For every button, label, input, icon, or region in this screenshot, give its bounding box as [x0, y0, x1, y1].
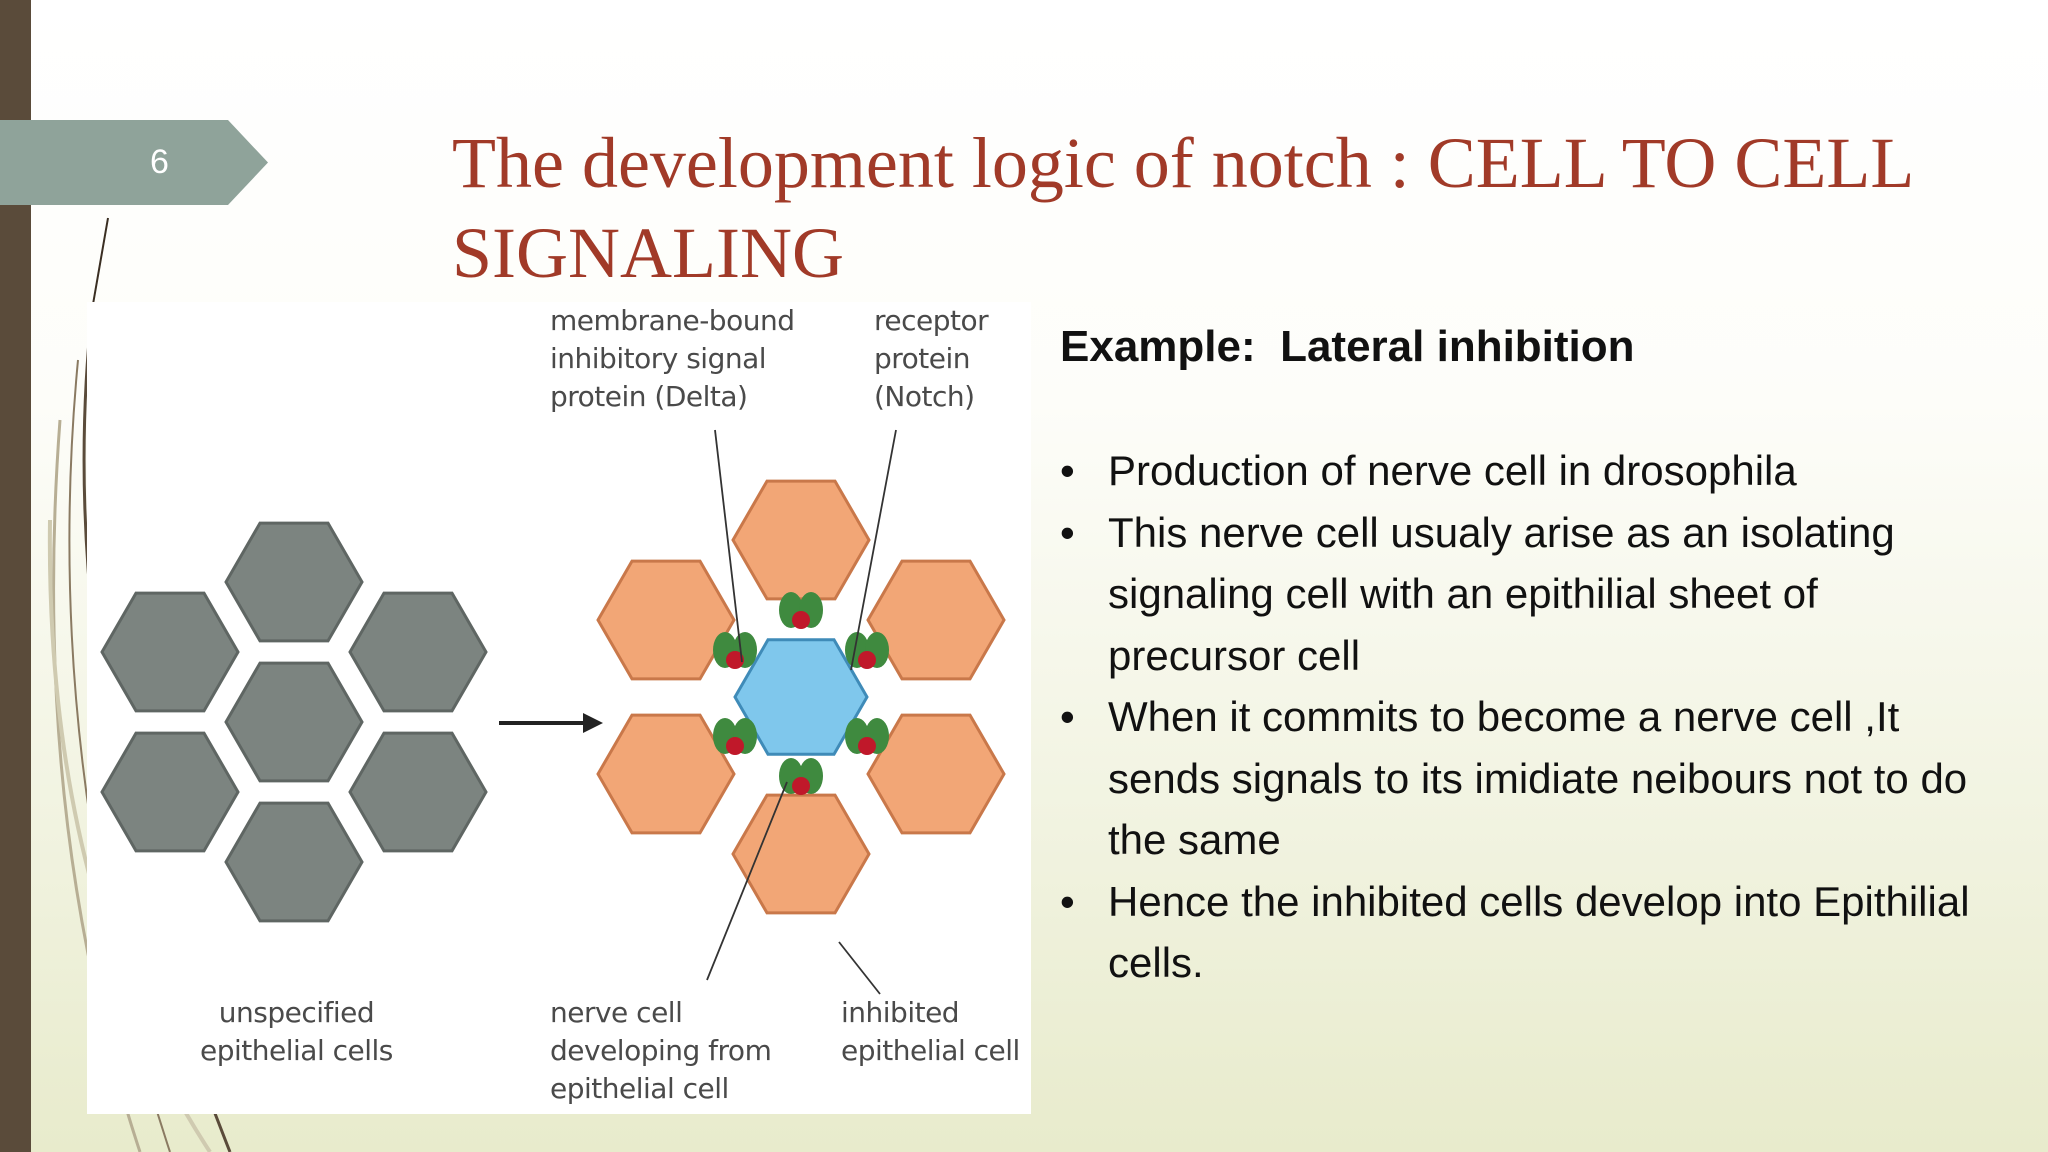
- unspecified-cell: [348, 731, 488, 853]
- inhibited-pointer-line: [838, 941, 881, 995]
- label-delta: membrane-bound inhibitory signal protein…: [550, 304, 795, 413]
- bullet-symbol: •: [1060, 877, 1075, 925]
- delta-signal: [726, 651, 744, 669]
- slide-title: The development logic of notch : CELL TO…: [452, 123, 1912, 293]
- bullet-symbol: •: [1060, 508, 1075, 556]
- inhibited-cell-cluster: [596, 479, 1006, 915]
- bullet-item: • When it commits to become a nerve cell …: [1060, 686, 2000, 871]
- delta-signal: [792, 777, 810, 795]
- delta-signal: [858, 651, 876, 669]
- delta-notch-complex: [845, 632, 889, 669]
- bullet-text: Hence the inhibited cells develop into E…: [1108, 877, 1970, 987]
- delta-signal: [858, 737, 876, 755]
- bullet-symbol: •: [1060, 447, 1075, 494]
- lateral-inhibition-diagram: membrane-bound inhibitory signal protein…: [87, 302, 1031, 1114]
- unspecified-cell: [224, 521, 364, 643]
- bullet-item: • Hence the inhibited cells develop into …: [1060, 871, 2000, 994]
- delta-notch-complex: [845, 718, 889, 755]
- delta-signal: [726, 737, 744, 755]
- page-number-tab: [0, 120, 268, 205]
- delta-notch-complex: [779, 758, 823, 795]
- label-inhibited: inhibited epithelial cell: [841, 996, 1020, 1067]
- notch-pointer-line: [850, 429, 897, 671]
- label-notch: receptor protein (Notch): [874, 304, 989, 413]
- label-unspecified: unspecified epithelial cells: [200, 996, 393, 1067]
- bullet-text: When it commits to become a nerve cell ,…: [1108, 693, 1968, 863]
- transition-arrow-head: [583, 713, 603, 733]
- nerve-cell-hexagon: [733, 638, 869, 756]
- inhibited-cell: [866, 559, 1006, 681]
- bullet-text: Production of nerve cell in drosophila: [1108, 447, 1797, 494]
- unspecified-cell: [224, 801, 364, 923]
- delta-notch-complex: [713, 718, 757, 755]
- inhibited-cell: [731, 479, 871, 601]
- nerve-pointer-line: [706, 781, 788, 981]
- example-heading: Example: Lateral inhibition: [1060, 322, 1635, 371]
- unspecified-cell: [348, 591, 488, 713]
- bullet-symbol: •: [1060, 693, 1075, 740]
- delta-notch-complex: [779, 592, 823, 629]
- bullet-list: •Production of nerve cell in drosophila …: [1060, 440, 2000, 994]
- delta-signal: [792, 611, 810, 629]
- label-nerve-cell: nerve cell developing from epithelial ce…: [550, 996, 772, 1105]
- delta-notch-complex: [713, 632, 757, 669]
- inhibited-cell: [866, 713, 1006, 835]
- unspecified-cell-cluster: [100, 521, 488, 923]
- inhibited-cell: [596, 559, 736, 681]
- nerve-cell: [733, 638, 869, 756]
- unspecified-cell: [100, 591, 240, 713]
- bullet-item: • This nerve cell usualy arise as an isol…: [1060, 502, 2000, 687]
- bullet-text: This nerve cell usualy arise as an isola…: [1108, 508, 1895, 679]
- receptor-complexes: [713, 592, 889, 795]
- delta-pointer-line: [714, 429, 743, 663]
- page-number: 6: [150, 143, 169, 181]
- inhibited-cell: [731, 793, 871, 915]
- bullet-item: • Production of nerve cell in drosophila: [1060, 440, 2000, 502]
- unspecified-cell: [224, 661, 364, 783]
- unspecified-cell: [100, 731, 240, 853]
- inhibited-cell: [596, 713, 736, 835]
